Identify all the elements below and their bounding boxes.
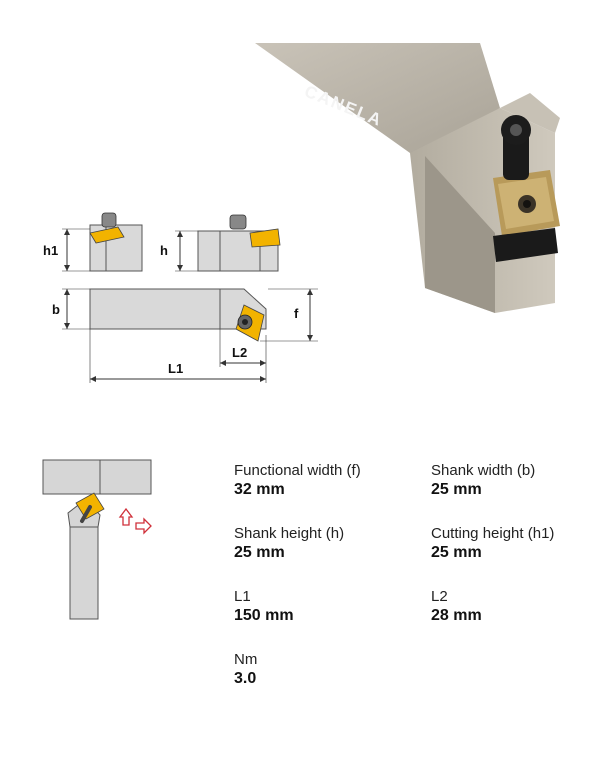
spec-label: Cutting height (h1) bbox=[431, 525, 555, 542]
spec-l2: L2 28 mm bbox=[431, 587, 600, 626]
spec-value: 32 mm bbox=[234, 481, 285, 498]
spec-value: 25 mm bbox=[431, 481, 482, 498]
spec-functional-width: Functional width (f) 32 mm bbox=[234, 461, 424, 500]
arrow-right-icon bbox=[135, 517, 152, 535]
spec-value: 150 mm bbox=[234, 607, 294, 624]
spec-shank-height: Shank height (h) 25 mm bbox=[234, 524, 424, 563]
dim-label-h: h bbox=[160, 243, 168, 258]
tool-shank-shape bbox=[69, 526, 99, 620]
dim-label-h1: h1 bbox=[43, 243, 58, 258]
machining-diagram bbox=[42, 459, 152, 620]
dim-label-L1: L1 bbox=[168, 361, 183, 376]
spec-label: Functional width (f) bbox=[234, 462, 361, 479]
dim-label-b: b bbox=[52, 302, 60, 317]
spec-label: Nm bbox=[234, 651, 258, 668]
spec-value: 3.0 bbox=[234, 670, 257, 687]
spec-cutting-height: Cutting height (h1) 25 mm bbox=[431, 524, 600, 563]
dimension-drawing: h1 h b f bbox=[43, 212, 318, 383]
spec-shank-width: Shank width (b) 25 mm bbox=[431, 461, 600, 500]
dim-label-L2: L2 bbox=[232, 345, 247, 360]
spec-nm: Nm 3.0 bbox=[234, 650, 424, 689]
workpiece-shape bbox=[42, 459, 152, 495]
spec-value: 25 mm bbox=[431, 544, 482, 561]
front-view-h1: h1 bbox=[43, 212, 143, 272]
plan-view: b f L2 L1 bbox=[52, 288, 318, 383]
spec-l1: L1 150 mm bbox=[234, 587, 424, 626]
spec-label: L1 bbox=[234, 588, 251, 605]
product-photo: CANELA bbox=[255, 43, 560, 313]
arrow-up-icon bbox=[118, 507, 134, 526]
side-view-h: h bbox=[160, 214, 281, 272]
spec-value: 28 mm bbox=[431, 607, 482, 624]
spec-label: Shank height (h) bbox=[234, 525, 345, 542]
spec-value: 25 mm bbox=[234, 544, 285, 561]
spec-label: Shank width (b) bbox=[431, 462, 536, 479]
dim-label-f: f bbox=[294, 306, 299, 321]
spec-label: L2 bbox=[431, 588, 448, 605]
